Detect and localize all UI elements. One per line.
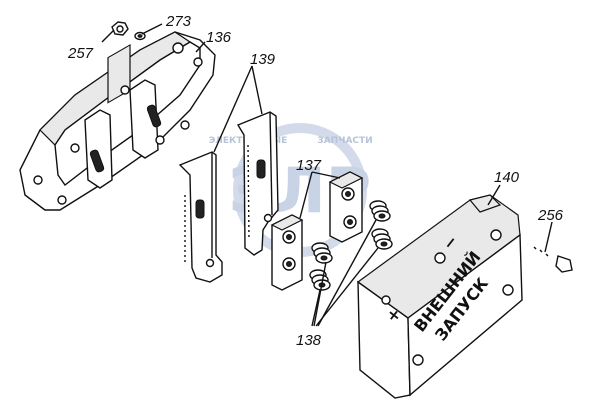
part-138-spring-2 <box>309 269 331 291</box>
part-273-washer <box>134 31 146 41</box>
part-137-block-right <box>328 171 364 243</box>
part-139-strip-left <box>178 151 223 283</box>
part-138-spring-3 <box>369 200 391 222</box>
part-256-screw <box>527 242 573 273</box>
leader-lines <box>101 23 553 327</box>
part-136-housing <box>19 31 216 211</box>
part-137-block-left <box>270 214 304 291</box>
label-256: 256 <box>537 207 564 224</box>
watermark-right-text: ЗАПЧАСТИ <box>317 136 372 146</box>
label-139: 139 <box>250 51 276 68</box>
label-273: 273 <box>165 13 192 30</box>
part-140-cover-plate: + − ВНЕШНИЙ ЗАПУСК <box>356 194 523 399</box>
part-257-nut <box>111 21 129 36</box>
label-140: 140 <box>494 169 520 186</box>
part-139-strip-right <box>236 111 279 256</box>
part-138-spring-1 <box>311 242 333 264</box>
label-138: 138 <box>296 332 322 349</box>
callout-labels: 257 273 136 139 137 140 256 138 <box>67 13 564 349</box>
label-257: 257 <box>67 45 94 62</box>
part-138-spring-4 <box>371 228 393 250</box>
label-136: 136 <box>206 29 232 46</box>
label-137: 137 <box>296 157 322 174</box>
